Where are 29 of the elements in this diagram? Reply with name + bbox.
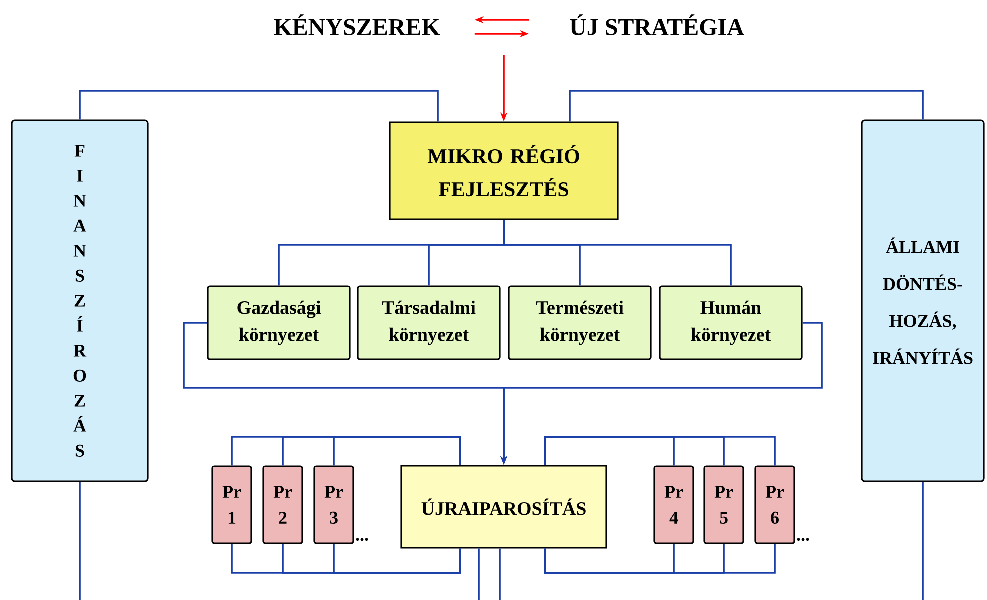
connector-line — [544, 544, 776, 574]
project-box: Pr 1 — [212, 466, 252, 544]
connector-line — [544, 436, 776, 466]
ellipsis-label: ... — [797, 538, 810, 542]
connector-line — [499, 548, 501, 600]
project-box: Pr 5 — [704, 466, 744, 544]
side-box: FINANSZÍROZÁS — [11, 120, 149, 482]
project-box: Pr 2 — [262, 466, 304, 544]
title-text: KÉNYSZEREK — [274, 14, 440, 36]
environment-box: Humán környezet — [659, 286, 803, 360]
project-box: Pr 4 — [654, 466, 694, 544]
environment-box: Természeti környezet — [508, 286, 652, 360]
environment-box: Társadalmi környezet — [357, 286, 501, 360]
title-text: ÚJ STRATÉGIA — [570, 14, 744, 36]
connector-line — [333, 544, 461, 574]
side-box: ÁLLAMI DÖNTÉS-HOZÁS, IRÁNYÍTÁS — [861, 120, 985, 482]
connector-line — [569, 90, 924, 122]
main-box: MIKRO RÉGIÓ FEJLESZTÉS — [389, 122, 619, 220]
connector-line — [333, 436, 461, 466]
connector-line — [478, 548, 480, 600]
project-box: Pr 3 — [314, 466, 354, 544]
connector-line — [503, 220, 732, 286]
process-box: ÚJRAIPAROSÍTÁS — [400, 465, 608, 549]
connector-line — [79, 482, 81, 600]
project-box: Pr 6 — [754, 466, 796, 544]
connector-line — [79, 90, 439, 122]
connector-line — [922, 482, 924, 600]
environment-box: Gazdasági környezet — [207, 286, 351, 360]
ellipsis-label: ... — [356, 538, 368, 542]
